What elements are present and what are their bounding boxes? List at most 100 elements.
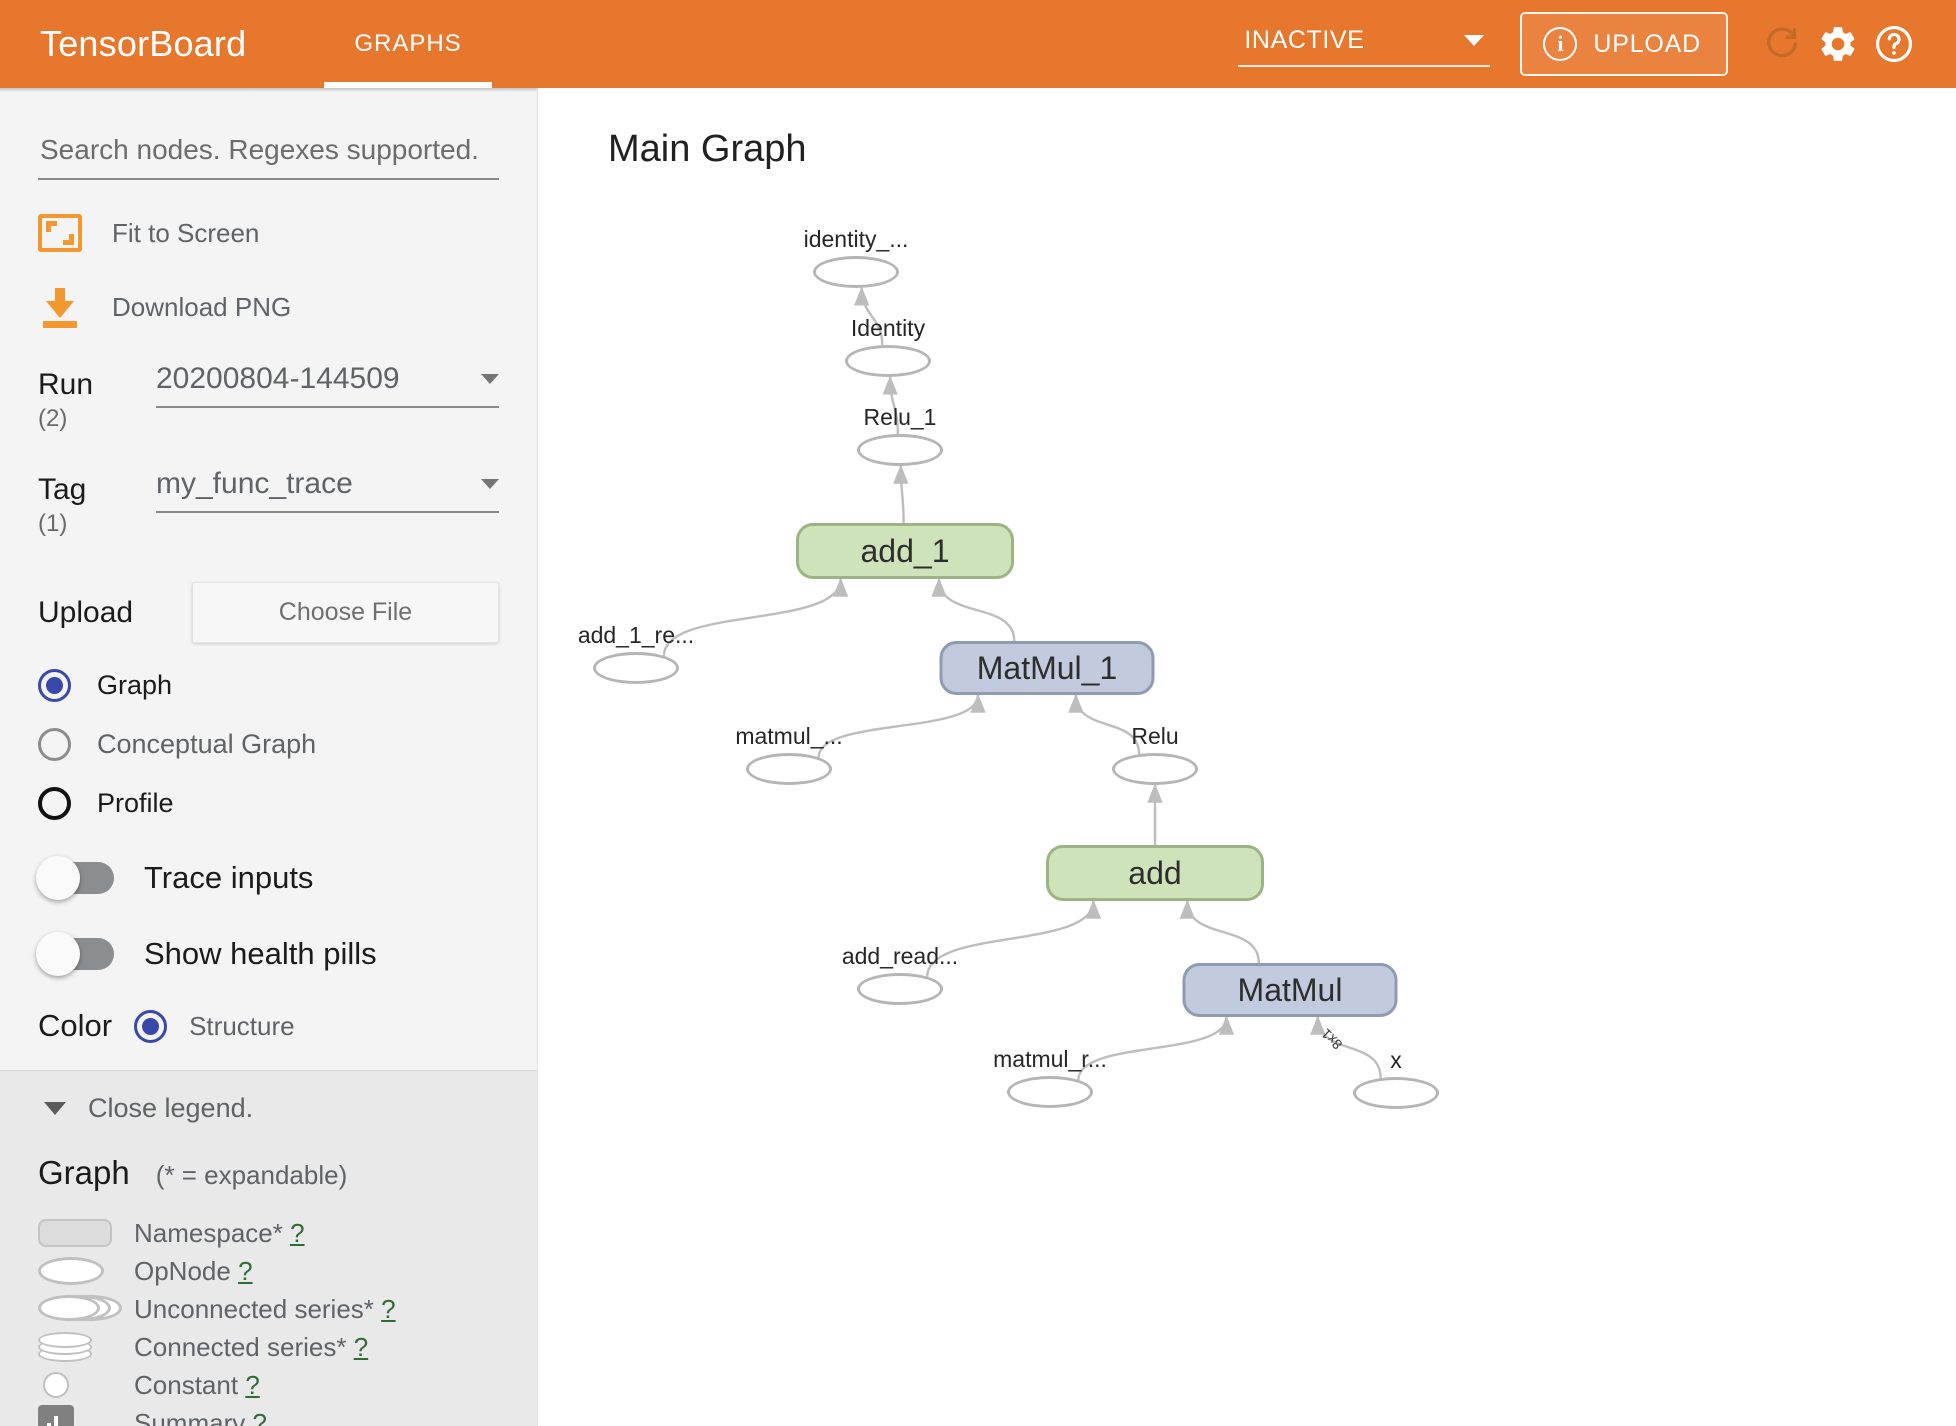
graph-node-add_read[interactable]: add_read... (842, 943, 958, 1005)
radio-conceptual-graph-icon (38, 728, 71, 761)
help-icon[interactable] (1866, 16, 1922, 72)
tag-field: Tag (1) my_func_trace (38, 467, 499, 538)
sidebar: Fit to Screen Download PNG Run (2) 20200… (0, 88, 538, 1426)
legend-header: Graph (* = expandable) (38, 1154, 499, 1192)
graph-edges: 8x1 (662, 286, 1382, 1081)
graph-node-label: MatMul_1 (939, 641, 1155, 695)
help-link[interactable]: ? (381, 1293, 396, 1324)
help-link[interactable]: ? (252, 1407, 267, 1426)
unconnected-series-shape-icon (38, 1294, 134, 1324)
tag-label: Tag (38, 473, 87, 506)
summary-shape-icon (38, 1405, 134, 1426)
legend-title: Graph (38, 1154, 130, 1191)
app-header: TensorBoard GRAPHS INACTIVE i UPLOAD (0, 0, 1956, 88)
radio-conceptual-graph[interactable]: Conceptual Graph (38, 728, 499, 761)
chevron-down-icon (44, 1102, 66, 1115)
legend-item-constant: Constant ? (38, 1366, 499, 1404)
help-link[interactable]: ? (245, 1369, 260, 1400)
run-select[interactable]: 20200804-144509 (156, 362, 499, 408)
graph-node-Identity[interactable]: Identity (845, 315, 931, 377)
chevron-down-icon (481, 479, 499, 489)
run-field: Run (2) 20200804-144509 (38, 362, 499, 433)
sidebar-controls: Fit to Screen Download PNG Run (2) 20200… (0, 88, 537, 1070)
graph-edge (882, 375, 900, 435)
toggle-show-health-pills[interactable]: Show health pills (36, 932, 499, 976)
run-label: Run (38, 368, 94, 401)
graph-node-label: add_1_re... (577, 622, 695, 648)
run-selected-value: 20200804-144509 (156, 362, 400, 395)
run-label-block: Run (2) (38, 362, 156, 433)
toggle-trace-inputs-label: Trace inputs (144, 860, 314, 895)
graph-node-matmul_read[interactable]: matmul_... (735, 723, 843, 785)
graph-node-add_1[interactable]: add_1 (796, 523, 1014, 579)
legend-item-summary: Summary ? (38, 1404, 499, 1426)
graph-node-identity_out[interactable]: identity_... (804, 226, 908, 288)
close-legend-button[interactable]: Close legend. (38, 1093, 499, 1124)
legend-item-namespace: Namespace* ? (38, 1214, 499, 1252)
legend-item-unconnected-series: Unconnected series* ? (38, 1290, 499, 1328)
search-input[interactable] (38, 134, 499, 180)
graph-node-label: MatMul (1182, 963, 1398, 1017)
graph-edge (931, 577, 1016, 642)
download-png-button[interactable]: Download PNG (38, 286, 499, 328)
download-png-label: Download PNG (112, 291, 292, 322)
graph-node-label: matmul_... (735, 723, 843, 749)
help-link[interactable]: ? (290, 1217, 305, 1248)
fit-to-screen-label: Fit to Screen (112, 217, 260, 248)
choose-file-button[interactable]: Choose File (192, 582, 499, 643)
toggle-trace-inputs-switch[interactable] (36, 856, 114, 900)
app-body: Fit to Screen Download PNG Run (2) 20200… (0, 88, 1956, 1426)
tab-graphs[interactable]: GRAPHS (324, 0, 493, 88)
radio-conceptual-graph-label: Conceptual Graph (97, 729, 317, 759)
tag-select[interactable]: my_func_trace (156, 467, 499, 513)
fit-to-screen-button[interactable]: Fit to Screen (38, 214, 499, 252)
legend-item-connected-series: Connected series* ? (38, 1328, 499, 1366)
upload-button[interactable]: i UPLOAD (1520, 12, 1728, 76)
graph-node-add_1_read[interactable]: add_1_re... (578, 622, 694, 684)
legend-label-text: Constant (134, 1369, 239, 1400)
graph-node-label: matmul_r... (993, 1046, 1107, 1072)
radio-graph[interactable]: Graph (38, 669, 499, 702)
legend-item-label: Unconnected series* ? (134, 1294, 396, 1325)
radio-profile-label: Profile (97, 788, 174, 818)
search-container (38, 88, 499, 180)
radio-structure-label: Structure (189, 1010, 295, 1041)
run-state-dropdown[interactable]: INACTIVE (1238, 26, 1491, 67)
help-link[interactable]: ? (238, 1255, 253, 1286)
page-title: Main Graph (608, 128, 807, 170)
graph-node-x[interactable]: x (1353, 1047, 1439, 1109)
upload-label: Upload (38, 595, 134, 629)
chevron-down-icon (481, 374, 499, 384)
graph-node-MatMul_1[interactable]: MatMul_1 (939, 641, 1155, 695)
graph-node-Relu_1[interactable]: Relu_1 (857, 404, 943, 466)
tag-label-block: Tag (1) (38, 467, 156, 538)
radio-profile[interactable]: Profile (38, 787, 499, 820)
graph-node-Relu[interactable]: Relu (1112, 723, 1198, 785)
graph-node-matmul_r[interactable]: matmul_r... (993, 1046, 1107, 1108)
graph-edge (1068, 693, 1141, 755)
graph-edge (926, 899, 1102, 977)
graph-node-add[interactable]: add (1046, 845, 1264, 901)
sidebar-divider (0, 1070, 537, 1071)
toggle-trace-inputs[interactable]: Trace inputs (36, 856, 499, 900)
chevron-down-icon (1464, 34, 1485, 46)
radio-structure-icon[interactable] (134, 1009, 168, 1043)
legend-label-text: OpNode (134, 1255, 231, 1286)
graph-edge (854, 286, 884, 346)
help-link[interactable]: ? (353, 1331, 369, 1362)
choose-file-label: Choose File (278, 598, 413, 626)
fit-to-screen-icon (38, 214, 82, 252)
color-label: Color (38, 1008, 113, 1043)
constant-shape-icon (38, 1372, 134, 1398)
refresh-icon[interactable] (1754, 16, 1810, 72)
gear-icon[interactable] (1810, 16, 1866, 72)
radio-profile-icon (38, 787, 71, 820)
legend-label-text: Connected series* (134, 1331, 347, 1362)
toggle-show-health-pills-switch[interactable] (36, 932, 114, 976)
graph-node-label: identity_... (803, 226, 909, 252)
graph-edge (1310, 1015, 1382, 1079)
graph-node-MatMul[interactable]: MatMul (1182, 963, 1398, 1017)
